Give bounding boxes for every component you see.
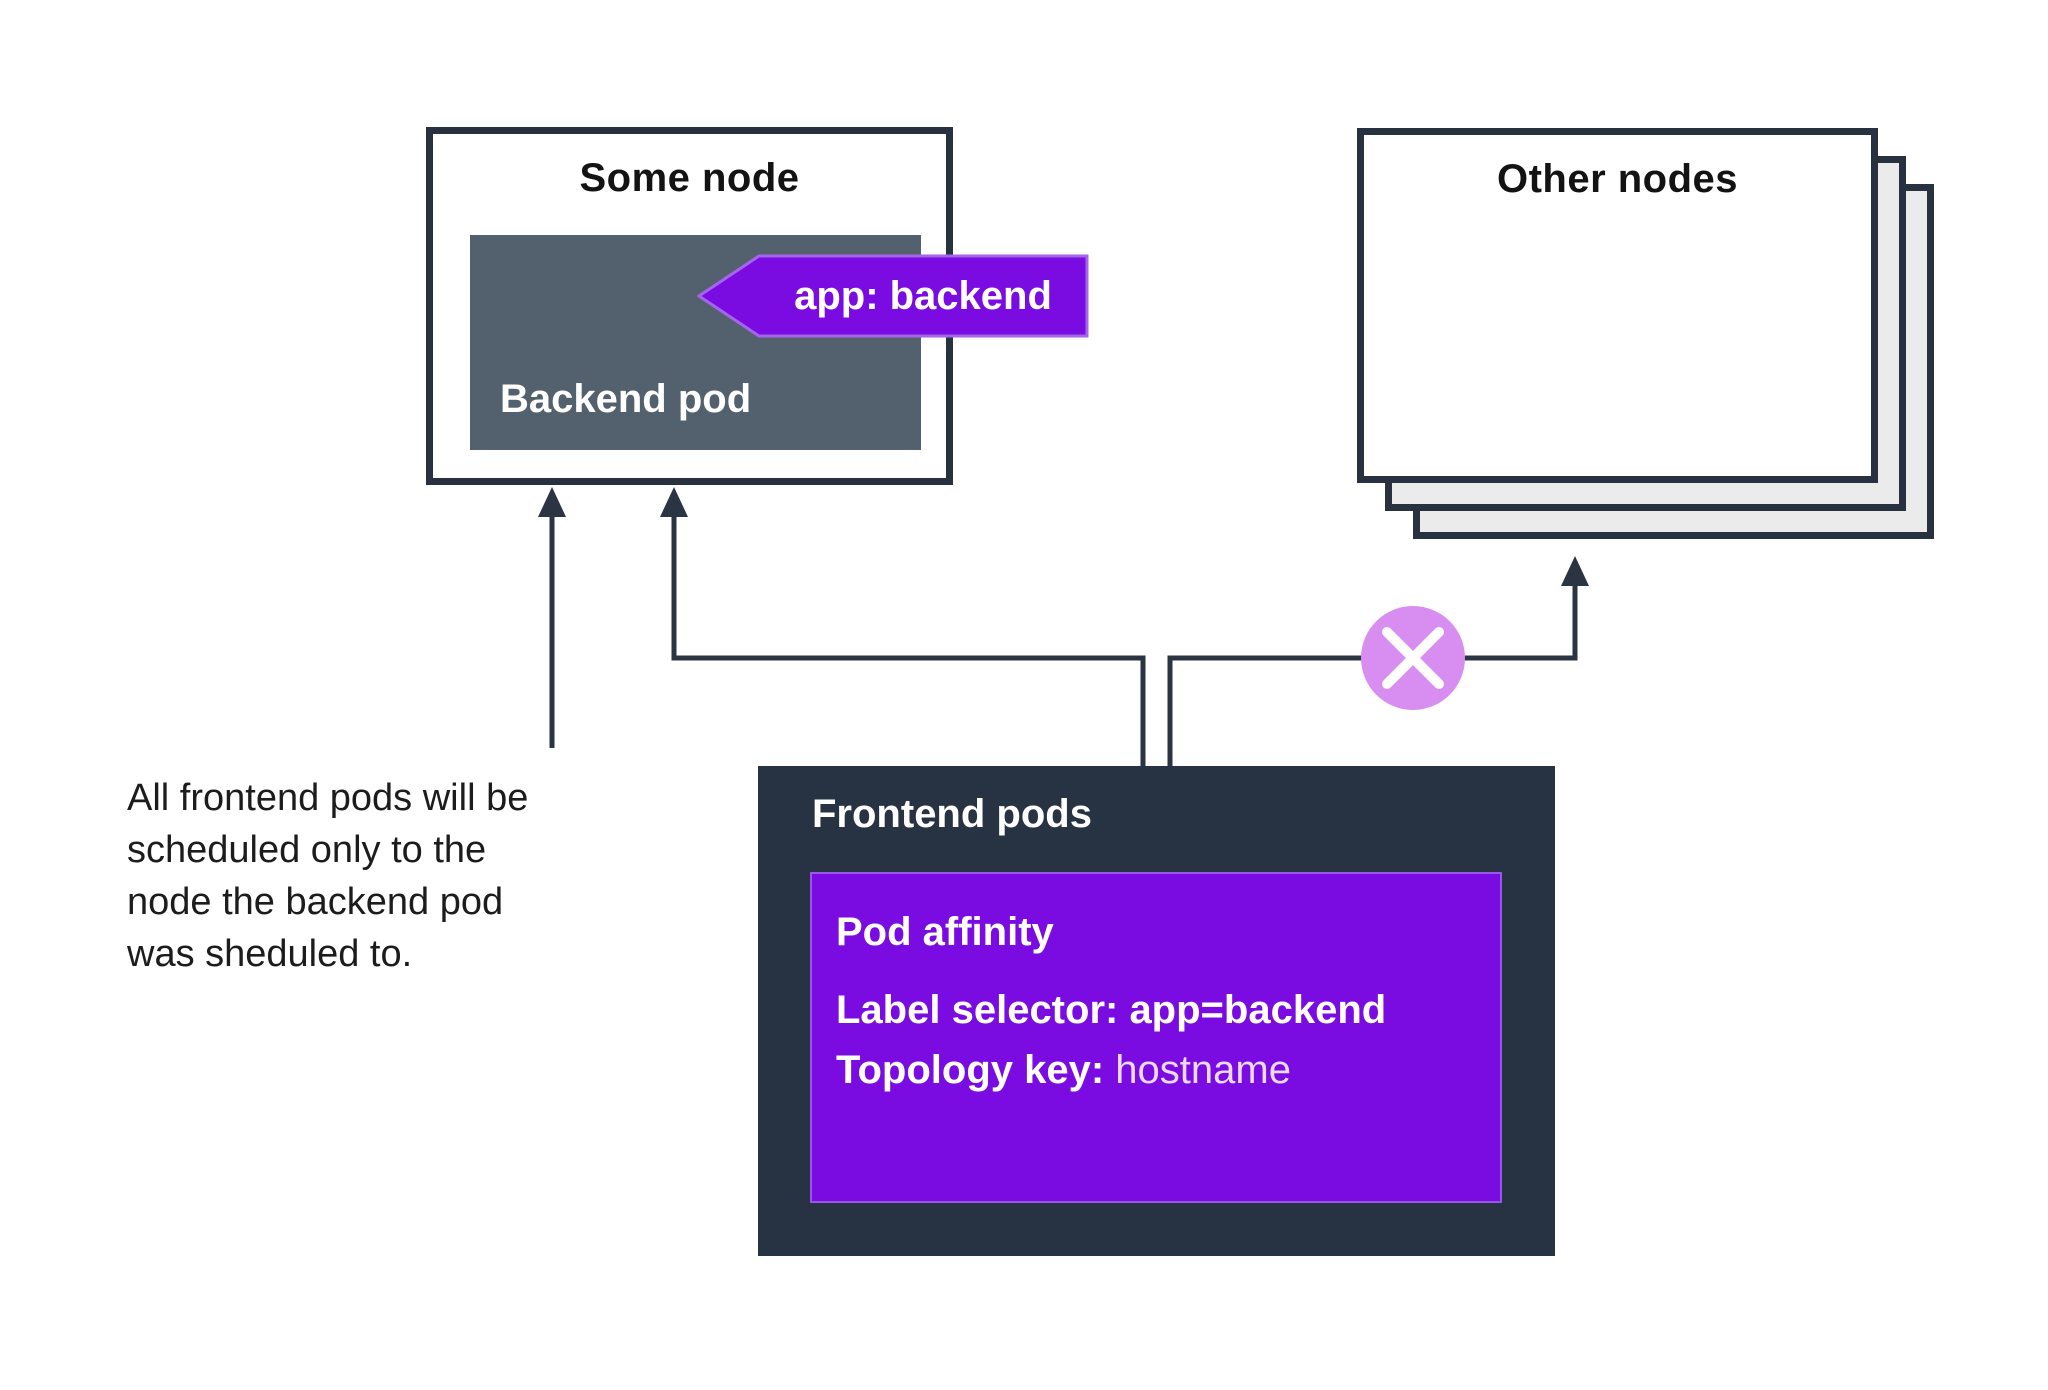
pod-affinity-heading: Pod affinity: [836, 910, 1054, 954]
frontend-pods-title: Frontend pods: [812, 792, 1092, 836]
other-nodes-title: Other nodes: [1496, 157, 1739, 201]
tag-arrow-shape: [697, 254, 1089, 338]
label-selector-line: Label selector: app=backend: [836, 988, 1386, 1033]
topology-key-line: Topology key: hostname: [836, 1048, 1291, 1093]
backend-pod-box: Backend pod: [470, 235, 921, 450]
scheduling-note: All frontend pods will be scheduled only…: [127, 777, 529, 976]
label-selector-value: app=backend: [1129, 988, 1387, 1032]
frontend-pods-box: Frontend pods Pod affinity Label selecto…: [758, 766, 1555, 1256]
topology-key-label: Topology key:: [836, 1048, 1116, 1092]
some-node-title: Some node: [579, 156, 800, 200]
pod-affinity-box: Pod affinity Label selector: app=backend…: [810, 872, 1502, 1203]
topology-key-value: hostname: [1115, 1048, 1291, 1092]
label-selector-key: Label selector:: [836, 988, 1130, 1032]
backend-pod-label: Backend pod: [500, 377, 752, 421]
arrow-note-to-some-node: [538, 487, 566, 748]
other-nodes-card: Other nodes: [1357, 128, 1878, 483]
app-backend-tag-label: app: backend: [794, 274, 1052, 318]
blocked-x-icon: [1361, 606, 1465, 710]
arrow-frontend-to-some-node: [660, 487, 1146, 766]
app-backend-tag: app: backend: [697, 254, 1089, 338]
